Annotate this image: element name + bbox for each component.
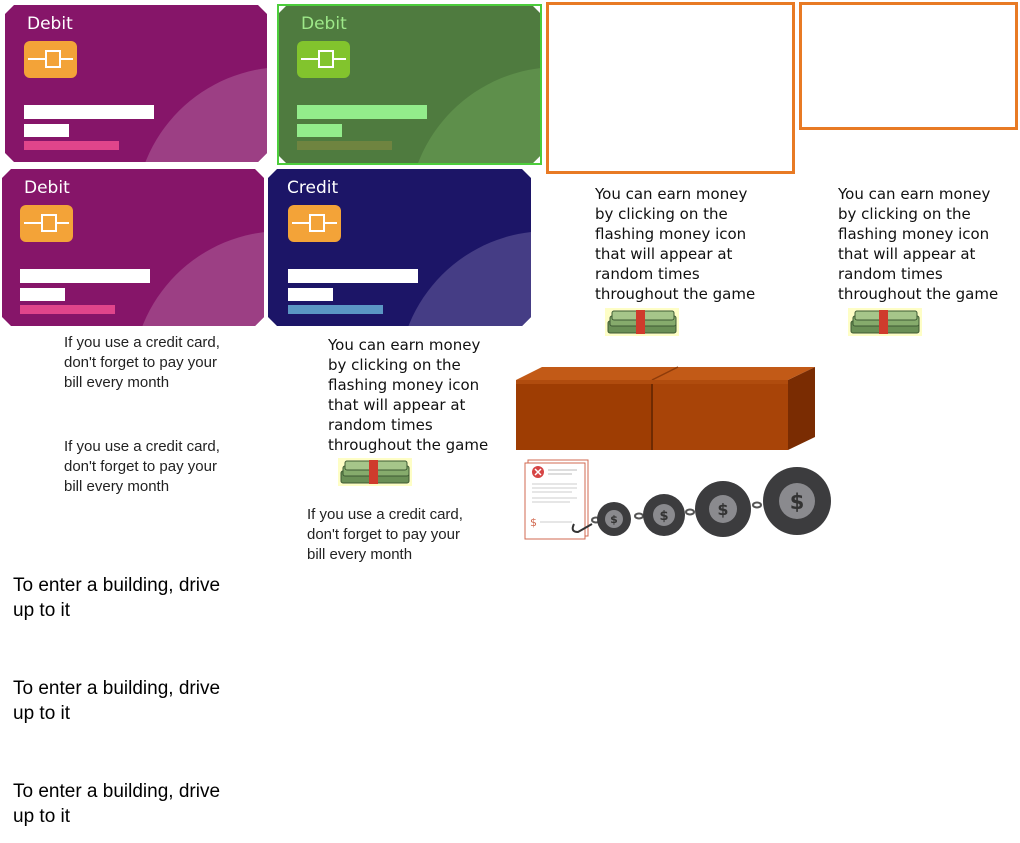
credit-card-tip: If you use a credit card, don't forget t…	[64, 438, 220, 495]
card-type-label: Debit	[301, 14, 347, 34]
debt-chain-icon: $ $ $ $ $	[522, 458, 834, 540]
money-stack-icon[interactable]	[847, 307, 923, 337]
card-number-bar	[297, 105, 427, 119]
card-name-bar	[297, 141, 392, 150]
card-chip-icon	[24, 41, 77, 78]
counter-desk	[512, 365, 817, 453]
enter-building-tip: To enter a building, drive up to it	[13, 575, 221, 621]
selection-outline	[277, 4, 542, 165]
card-chip-icon	[288, 205, 341, 242]
svg-text:$: $	[790, 490, 805, 514]
money-stack-icon[interactable]	[337, 457, 413, 487]
credit-card-tip: If you use a credit card, don't forget t…	[64, 334, 220, 391]
card-number-bar	[288, 269, 418, 283]
earn-money-tip: You can earn money by clicking on the fl…	[328, 336, 489, 454]
card-name-bar	[20, 305, 115, 314]
svg-text:$: $	[659, 509, 668, 524]
card-name-bar	[24, 141, 119, 150]
card-expiry-bar	[24, 124, 69, 137]
earn-money-tip: You can earn money by clicking on the fl…	[838, 185, 999, 303]
card-type-label: Credit	[287, 178, 339, 198]
card-type-label: Debit	[24, 178, 70, 198]
enter-building-tip: To enter a building, drive up to it	[13, 781, 221, 827]
enter-building-tip: To enter a building, drive up to it	[13, 678, 221, 724]
svg-text:$: $	[717, 500, 728, 519]
svg-text:$: $	[530, 516, 537, 529]
credit-card-tip: If you use a credit card, don't forget t…	[307, 506, 463, 563]
card-swoosh	[132, 231, 264, 326]
credit-card[interactable]: Credit	[268, 169, 531, 326]
debit-card-3[interactable]: Debit	[2, 169, 264, 326]
card-expiry-bar	[20, 288, 65, 301]
card-swoosh	[135, 67, 267, 162]
card-chip-icon	[297, 41, 350, 78]
earn-money-tip: You can earn money by clicking on the fl…	[595, 185, 756, 303]
svg-text:$: $	[610, 513, 618, 526]
card-type-label: Debit	[27, 14, 73, 34]
debit-card-1[interactable]: Debit	[5, 5, 267, 162]
card-expiry-bar	[288, 288, 333, 301]
card-number-bar	[20, 269, 150, 283]
debit-card-2-selected[interactable]: Debit	[278, 5, 541, 164]
empty-panel-right	[799, 2, 1018, 130]
card-expiry-bar	[297, 124, 342, 137]
money-stack-icon[interactable]	[604, 307, 680, 337]
card-chip-icon	[20, 205, 73, 242]
empty-panel-left	[546, 2, 795, 174]
card-name-bar	[288, 305, 383, 314]
card-number-bar	[24, 105, 154, 119]
